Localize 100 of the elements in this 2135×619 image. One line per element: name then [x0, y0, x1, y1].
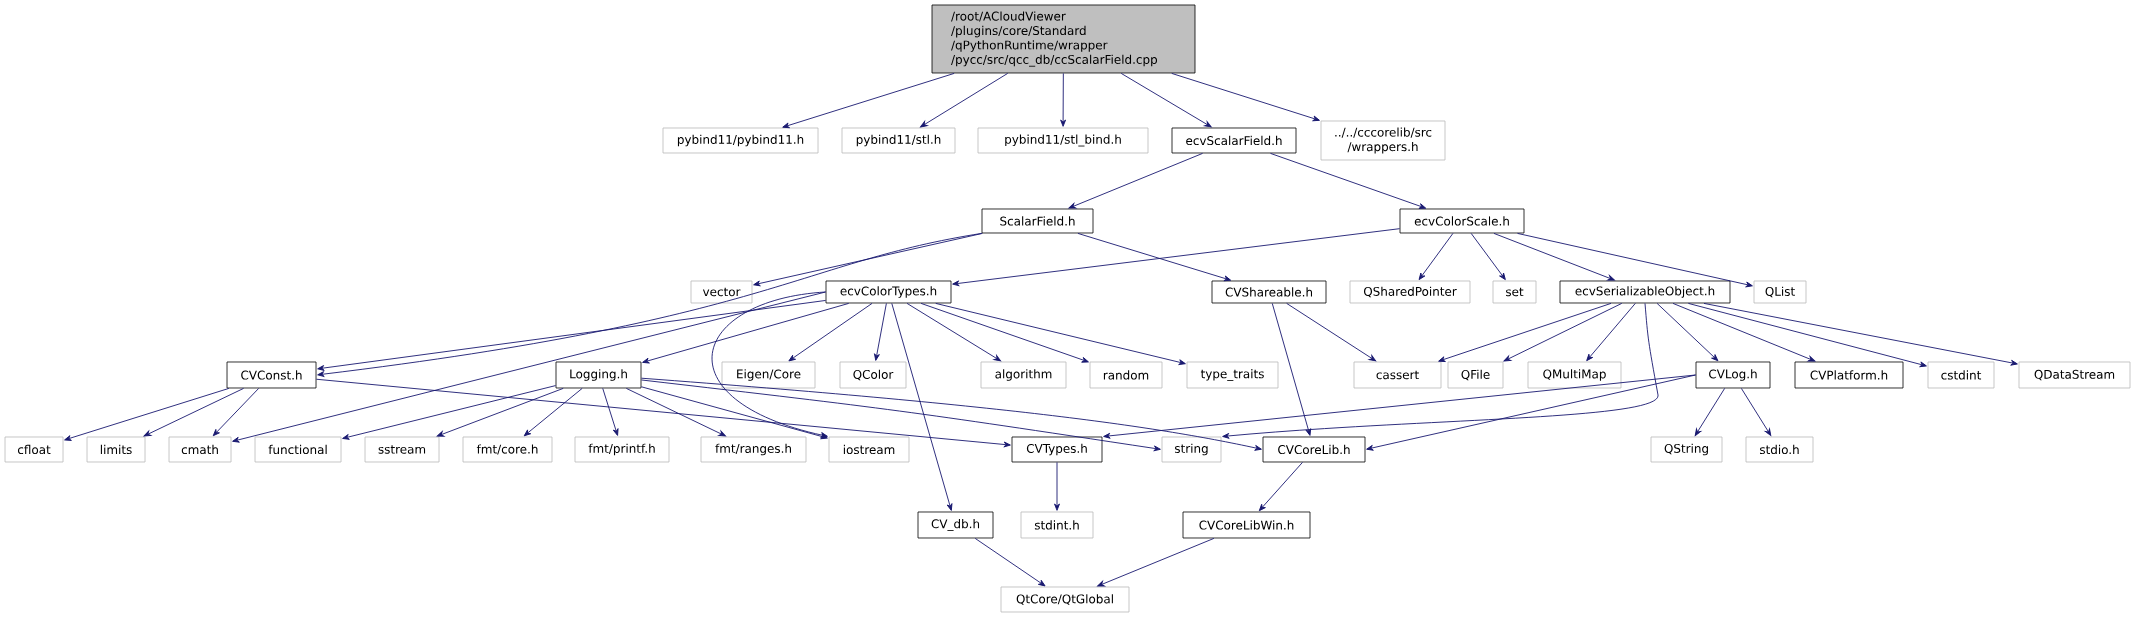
- arrow: [920, 72, 1009, 128]
- arrow: [1470, 232, 1506, 281]
- header-box: QString: [1650, 436, 1723, 463]
- header-box: random: [1089, 361, 1163, 389]
- arrow: [317, 232, 983, 377]
- arrow: [1672, 302, 1816, 362]
- arrow: [1503, 302, 1623, 362]
- arrow: [906, 302, 1002, 362]
- arrow: [1258, 461, 1303, 512]
- arrow: [1438, 302, 1612, 362]
- header-box: type_traits: [1186, 361, 1279, 389]
- arrow: [1740, 387, 1772, 436]
- arrow: [891, 302, 953, 511]
- header-box: ecvColorScale.h: [1399, 208, 1525, 234]
- source-file-box: /root/ACloudViewer /plugins/core/Standard /qPythonRuntime/wrapper /pycc/src/qcc_db/ccScalarField.cpp: [931, 4, 1196, 74]
- header-box: ScalarField.h: [981, 208, 1094, 234]
- header-box: CVTypes.h: [1011, 436, 1103, 463]
- arrow: [212, 387, 260, 437]
- arrow: [1703, 302, 2018, 366]
- header-box: cstdint: [1927, 361, 1995, 389]
- arrow: [1271, 302, 1312, 436]
- arrow: [625, 387, 727, 437]
- arrow: [935, 302, 1186, 366]
- arrow: [315, 378, 1011, 448]
- header-box: ecvScalarField.h: [1171, 127, 1297, 154]
- header-box: vector: [690, 280, 753, 304]
- arrow: [1054, 461, 1060, 511]
- arrow: [1687, 302, 1927, 368]
- header-box: ecvSerializableObject.h: [1559, 280, 1731, 304]
- arrow: [1060, 72, 1067, 127]
- arrow: [920, 302, 1089, 363]
- header-box: functional: [254, 436, 342, 463]
- arrow: [1270, 152, 1427, 209]
- header-box: QtCore/QtGlobal: [1000, 586, 1130, 613]
- header-box: CVPlatform.h: [1794, 361, 1904, 389]
- header-box: cmath: [168, 436, 232, 463]
- header-box: QMultiMap: [1527, 361, 1622, 389]
- arrow: [523, 387, 583, 437]
- arrow: [1077, 232, 1232, 282]
- header-box: cfloat: [4, 436, 64, 463]
- header-box: QList: [1753, 280, 1807, 304]
- arrow: [64, 387, 230, 441]
- header-box: set: [1492, 280, 1537, 304]
- header-box: CV_db.h: [917, 511, 994, 539]
- arrow: [317, 300, 827, 371]
- header-box: limits: [86, 436, 146, 463]
- arrow: [640, 386, 828, 440]
- arrow: [1222, 302, 1659, 439]
- arrow: [1120, 72, 1212, 128]
- arrow: [143, 387, 244, 437]
- header-box: Eigen/Core: [721, 361, 816, 389]
- header-box: Logging.h: [555, 361, 642, 389]
- header-box: stdint.h: [1020, 511, 1094, 539]
- arrow: [1286, 302, 1377, 362]
- header-box: QDataStream: [2018, 361, 2131, 389]
- arrow: [974, 537, 1046, 587]
- arrow: [874, 302, 887, 361]
- arrow: [952, 228, 1401, 287]
- arrow: [1103, 374, 1697, 439]
- header-box: string: [1161, 436, 1222, 463]
- header-box: CVShareable.h: [1211, 280, 1327, 304]
- header-box: QColor: [839, 361, 907, 389]
- header-box: algorithm: [980, 361, 1067, 389]
- arrow: [782, 72, 955, 129]
- header-box: pybind11/stl.h: [841, 127, 956, 154]
- arrow: [640, 379, 1161, 452]
- arrow: [1068, 152, 1203, 209]
- header-box: QSharedPointer: [1349, 280, 1471, 304]
- arrow: [642, 302, 850, 364]
- arrow: [788, 302, 873, 362]
- arrow: [711, 291, 828, 438]
- header-box: fmt/printf.h: [574, 436, 670, 463]
- header-box: fmt/ranges.h: [700, 436, 807, 463]
- header-box: CVCoreLibWin.h: [1182, 511, 1311, 539]
- header-box: sstream: [364, 436, 440, 463]
- arrow: [1418, 232, 1454, 281]
- arrow: [436, 387, 564, 437]
- arrow: [1171, 72, 1320, 122]
- arrow: [1517, 232, 1753, 288]
- arrow: [602, 387, 619, 436]
- header-box: CVCoreLib.h: [1262, 436, 1366, 463]
- header-box: ecvColorTypes.h: [825, 280, 952, 304]
- header-box: pybind11/stl_bind.h: [977, 127, 1149, 154]
- arrow: [640, 377, 1262, 451]
- header-box: pybind11/pybind11.h: [662, 127, 819, 154]
- arrow: [1586, 302, 1636, 362]
- header-box: cassert: [1353, 361, 1442, 389]
- arrow: [1694, 387, 1726, 436]
- header-box: CVConst.h: [226, 361, 317, 389]
- arrow: [1493, 232, 1615, 281]
- arrow: [342, 385, 557, 440]
- header-box: ../../cccorelib/src /wrappers.h: [1320, 120, 1446, 161]
- header-box: stdio.h: [1745, 436, 1814, 463]
- arrow: [1097, 537, 1215, 587]
- header-box: CVLog.h: [1695, 361, 1771, 389]
- header-box: fmt/core.h: [462, 436, 553, 463]
- arrow: [1656, 302, 1719, 362]
- arrow: [1366, 374, 1697, 451]
- arrow: [753, 232, 983, 287]
- header-box: iostream: [828, 436, 910, 463]
